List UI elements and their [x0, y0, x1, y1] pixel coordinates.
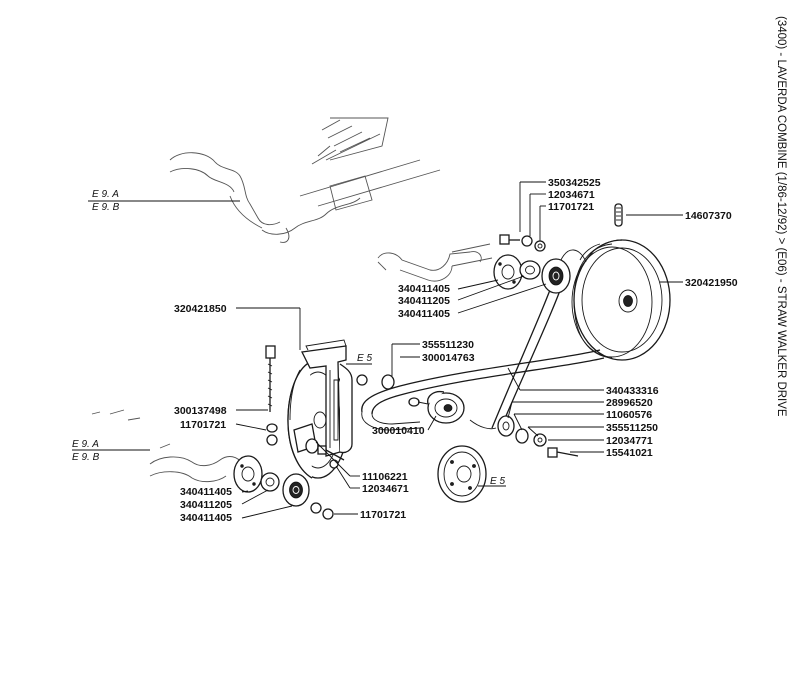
top-bolt-group	[499, 234, 546, 252]
right-hardware-group	[497, 415, 579, 458]
part-label: 15541021	[606, 447, 653, 459]
ref-e5-bottom: E 5	[490, 476, 505, 487]
big-pulley	[571, 239, 671, 361]
top-bearing-group	[493, 254, 571, 294]
crank-link-sketch	[377, 243, 493, 282]
left-bearing-group	[233, 423, 334, 520]
part-label: 340411405	[398, 283, 450, 295]
diagram-title: (3400) - LAVERDA COMBINE (1/86-12/92) > …	[775, 16, 787, 417]
part-label: 11106221	[362, 471, 408, 483]
idler-disc	[437, 445, 487, 503]
part-label: 11701721	[180, 419, 226, 431]
long-bolt	[265, 345, 276, 412]
upper-crankshaft-sketch	[169, 117, 441, 243]
part-label: 340411405	[398, 308, 450, 320]
part-label: 340411405	[180, 512, 232, 524]
ref-e9a-top: E 9. A	[92, 189, 119, 200]
leader-lines	[72, 181, 683, 519]
roll-pin	[614, 203, 623, 227]
part-label: 300014763	[422, 352, 475, 364]
part-label: 320421950	[685, 277, 738, 289]
part-label: 11701721	[360, 509, 406, 521]
part-label: 355511230	[422, 339, 474, 351]
part-label: 340411205	[398, 295, 450, 307]
part-label: 12034671	[548, 189, 595, 201]
reference-labels: E 9. A E 9. B E 9. A E 9. B E 5 E 5	[72, 189, 505, 487]
part-label: 12034771	[606, 435, 653, 447]
idler-pulley	[408, 390, 465, 424]
part-label: 28996520	[606, 397, 653, 409]
part-label: 340411405	[180, 486, 232, 498]
part-label: 12034671	[362, 483, 409, 495]
part-label: 11060576	[606, 409, 652, 421]
ref-e9a-left: E 9. A	[72, 439, 99, 450]
part-label: 350342525	[548, 177, 601, 189]
part-label: 355511250	[606, 422, 658, 434]
part-label: 320421850	[174, 303, 227, 315]
part-label: 340433316	[606, 385, 659, 397]
part-label: 340411205	[180, 499, 232, 511]
part-label: 300137498	[174, 405, 227, 417]
part-number-labels: 350342525 12034671 11701721 14607370 340…	[174, 177, 738, 524]
part-label: 14607370	[685, 210, 732, 222]
ref-e5-bracket: E 5	[357, 353, 372, 364]
part-label: 300010410	[372, 425, 425, 437]
ref-e9b-top: E 9. B	[92, 202, 120, 213]
ref-e9b-left: E 9. B	[72, 452, 100, 463]
part-label: 11701721	[548, 201, 594, 213]
lower-shaft-sketch	[91, 409, 243, 483]
